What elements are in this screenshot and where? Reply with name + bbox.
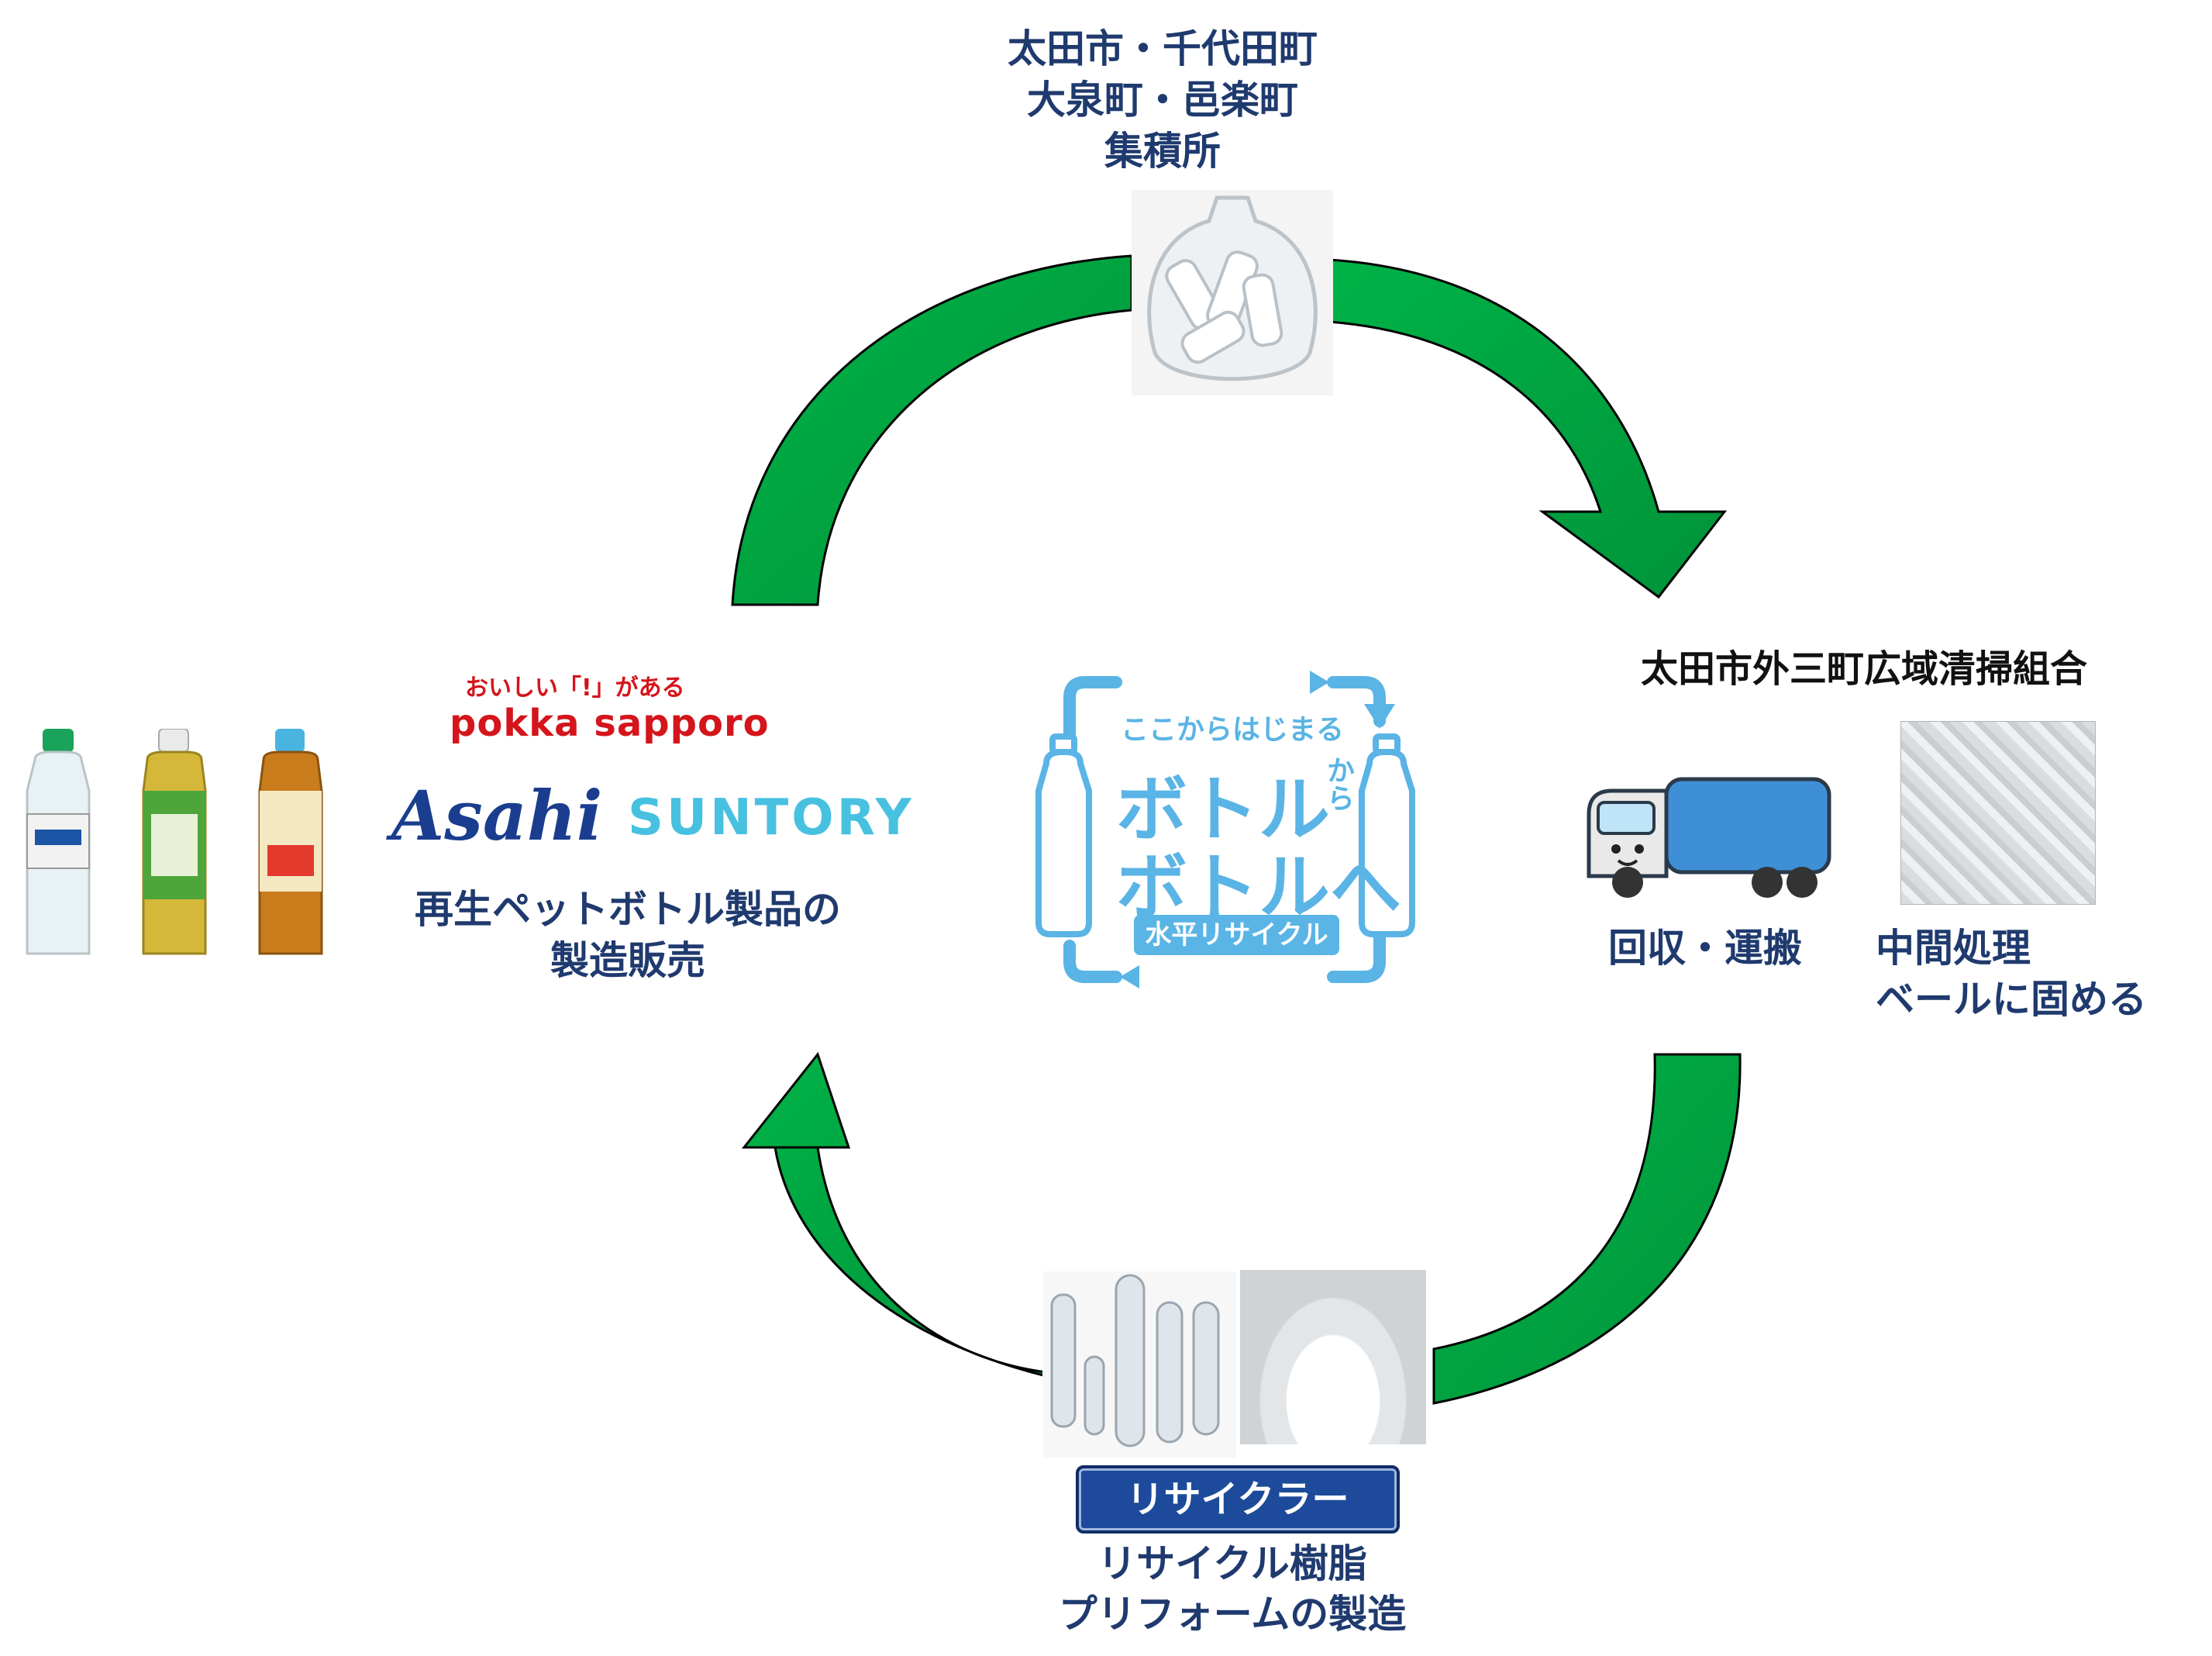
- recycled-bottles-image: [26, 729, 323, 955]
- preform-image: [1042, 1271, 1236, 1458]
- horizontal-recycle-text: 水平リサイクル: [1145, 919, 1328, 950]
- arrow-left-to-top: [731, 254, 1133, 606]
- recycler-label: リサイクル樹脂 プリフォームの製造: [1000, 1539, 1465, 1640]
- recycler-badge: リサイクラー: [1076, 1465, 1400, 1534]
- center-kara: から: [1322, 756, 1354, 812]
- maker-label: 再生ペットボトル製品の 製造販売: [372, 884, 884, 986]
- green-tea-bottle: [142, 729, 207, 955]
- collection-line-2: 大泉町・邑楽町: [1027, 78, 1298, 122]
- center-tagline: ここからはじまる: [1120, 714, 1344, 746]
- maker-line-1: 再生ペットボトル製品の: [415, 887, 841, 932]
- intermediate-processing-label: 中間処理 ベールに固める: [1876, 923, 2186, 1025]
- horizontal-recycle-badge: 水平リサイクル: [1134, 915, 1339, 955]
- suntory-logo: SUNTORY: [628, 789, 915, 847]
- arrow-top-to-right: [1328, 258, 1728, 599]
- recycler-badge-text: リサイクラー: [1126, 1478, 1349, 1521]
- collection-line-1: 太田市・千代田町: [1008, 26, 1318, 71]
- collection-line-3: 集積所: [1104, 129, 1221, 174]
- recycler-line-1: リサイクル樹脂: [1097, 1541, 1367, 1586]
- processing-line-1: 中間処理: [1876, 926, 2031, 971]
- cleaning-union-title: 太田市外三町広域清掃組合: [1640, 647, 2087, 691]
- garbage-truck-icon: [1573, 768, 1837, 907]
- asahi-logo: Asahi: [391, 775, 603, 856]
- mitsuya-cider-bottle: [26, 729, 91, 955]
- bottle-to-bottle-logo: [1035, 671, 1415, 988]
- collection-point-label: 太田市・千代田町 大泉町・邑楽町 集積所: [984, 23, 1341, 177]
- center-line-1: ボトル: [1116, 768, 1331, 851]
- pokka-tagline: おいしい「!」がある: [465, 674, 685, 702]
- pokka-sapporo-logo: pokka sapporo: [450, 702, 770, 745]
- arrow-bottom-to-left: [741, 1051, 1048, 1378]
- arrow-right-to-bottom: [1432, 1053, 1742, 1405]
- recycler-line-2: プリフォームの製造: [1058, 1592, 1407, 1637]
- processing-line-2: ベールに固める: [1876, 977, 2147, 1022]
- bale-photo: [1900, 721, 2096, 905]
- left-bottle-outline: [1035, 733, 1092, 937]
- barley-tea-bottle: [258, 729, 323, 955]
- right-bottle-outline: [1359, 733, 1415, 937]
- collect-transport-label: 回収・運搬: [1608, 926, 1802, 971]
- resin-pellets-photo: [1240, 1270, 1426, 1444]
- bottle-bag-icon: [1132, 190, 1333, 395]
- maker-line-2: 製造販売: [550, 938, 705, 983]
